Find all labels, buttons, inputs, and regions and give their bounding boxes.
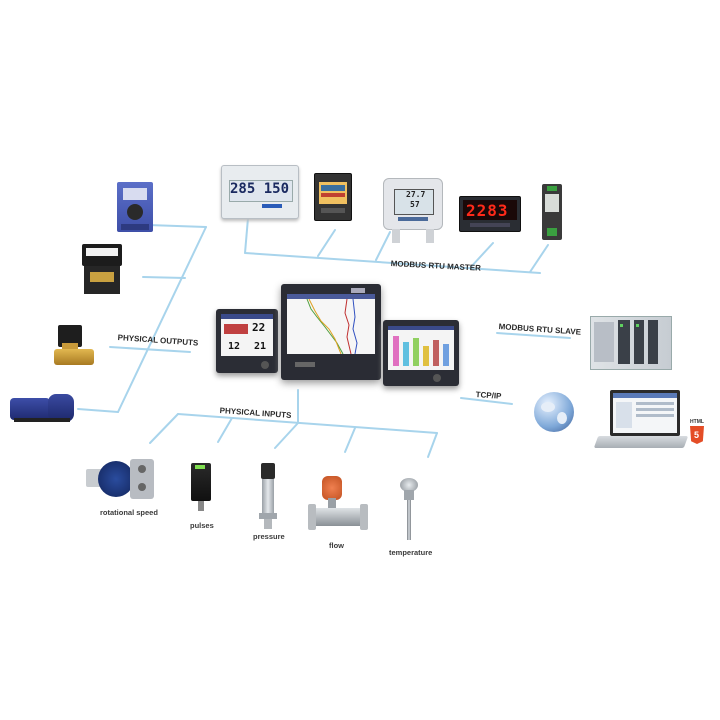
- master-drop-2: [317, 229, 336, 257]
- globe-icon: [531, 390, 577, 434]
- master-drop-3: [375, 231, 391, 261]
- pressure-label: pressure: [253, 532, 285, 541]
- red-led-readout: 2283: [466, 201, 509, 220]
- temperature-sensor: [394, 478, 424, 540]
- solenoid-valve: [54, 325, 98, 369]
- left-panel-value-a: 12: [228, 341, 241, 352]
- input-drop-5: [427, 432, 438, 458]
- temperature-label: temperature: [389, 548, 433, 557]
- slave-line: [496, 332, 571, 339]
- pump-motor: [10, 394, 76, 424]
- trend-chart: [306, 299, 358, 354]
- large-led-readout: 285 150: [230, 181, 290, 197]
- html5-badge-text: HTML: [690, 419, 704, 425]
- large-led-display: 285 150: [221, 165, 299, 219]
- thermo-bottom-readout: 57: [410, 200, 420, 209]
- input-drop-2: [217, 417, 233, 443]
- recorder-panel-left: 22 12 21: [216, 309, 278, 373]
- input-drop-4: [344, 427, 356, 453]
- pulses-label: pulses: [190, 521, 214, 530]
- tcp-ip-label: TCP/IP: [475, 390, 502, 401]
- output-branch-1: [147, 224, 207, 228]
- plc-modules: [590, 316, 672, 370]
- pulse-sensor: [191, 463, 211, 511]
- panel-meter: [314, 173, 352, 221]
- flow-label: flow: [329, 541, 344, 550]
- flow-meter: [308, 476, 368, 534]
- recorder-panel-center: [281, 284, 381, 380]
- master-bus-line: [244, 252, 541, 274]
- master-drop-4: [469, 242, 494, 269]
- red-led-display: 2283: [459, 196, 521, 232]
- master-drop-5: [529, 244, 549, 273]
- output-branch-3: [109, 346, 191, 353]
- rotational-speed-label: rotational speed: [100, 508, 158, 517]
- pressure-transmitter: [253, 463, 283, 529]
- outputs-spine: [117, 226, 207, 413]
- thermo-hygrometer: 27.7 57: [383, 178, 443, 243]
- rotary-encoder: [86, 455, 156, 503]
- input-drop-3: [274, 422, 299, 449]
- thermo-top-readout: 27.7: [406, 190, 426, 199]
- left-panel-value-b: 21: [254, 341, 267, 352]
- html5-icon: HTML 5: [689, 419, 705, 447]
- master-drop-1: [244, 217, 249, 254]
- recorder-panel-right: [383, 320, 459, 386]
- tcp-line: [460, 397, 513, 405]
- frequency-inverter: [117, 182, 153, 232]
- din-rail-module: [542, 184, 562, 240]
- inputs-bus-line: [177, 413, 438, 434]
- laptop: [593, 390, 689, 452]
- contactor: [82, 244, 122, 300]
- output-branch-4: [77, 408, 119, 413]
- left-panel-value-top: 22: [252, 321, 266, 334]
- output-branch-2: [142, 276, 186, 279]
- input-drop-1: [149, 413, 179, 444]
